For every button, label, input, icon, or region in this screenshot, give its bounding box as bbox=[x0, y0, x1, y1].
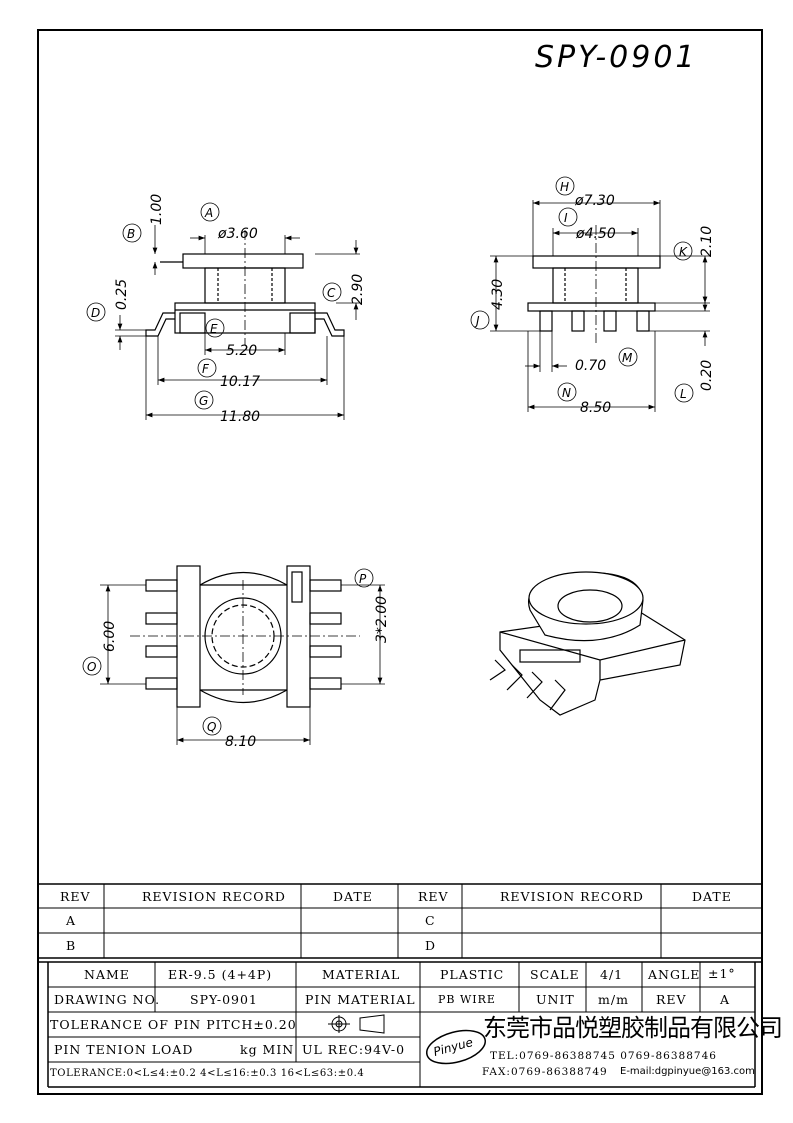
rev-label: REV bbox=[656, 992, 687, 1007]
dim-l-value: 0.20 bbox=[699, 360, 715, 391]
label-g: G bbox=[199, 394, 208, 408]
rev-header-right: REV bbox=[418, 889, 449, 904]
isometric-view bbox=[489, 571, 686, 716]
dim-d-value: 0.25 bbox=[114, 279, 130, 310]
label-f: F bbox=[202, 362, 210, 376]
rev-value: A bbox=[720, 992, 731, 1007]
front-view-labels: A ø3.60 B 1.00 C 2.90 D 0.25 E 5.20 F 10… bbox=[91, 194, 366, 425]
front-view bbox=[145, 230, 345, 345]
pin-tension-load: PIN TENION LOAD bbox=[54, 1042, 194, 1057]
revision-record-header: REVISION RECORD bbox=[142, 889, 286, 904]
name-value: ER-9.5 (4+4P) bbox=[168, 967, 273, 982]
label-d: D bbox=[91, 306, 100, 320]
label-p: P bbox=[359, 572, 367, 586]
dim-a-value: ø3.60 bbox=[217, 226, 258, 242]
front-view-dimensions bbox=[86, 202, 360, 420]
dim-k-value: 2.10 bbox=[699, 226, 715, 257]
label-b: B bbox=[127, 227, 135, 241]
company-fax: FAX:0769-86388749 bbox=[482, 1066, 608, 1078]
rev-header: REV bbox=[60, 889, 91, 904]
dim-e-value: 5.20 bbox=[226, 343, 257, 359]
dim-c-value: 2.90 bbox=[350, 274, 366, 305]
dim-h-value: ø7.30 bbox=[574, 193, 615, 209]
side-view bbox=[527, 225, 661, 345]
label-l: L bbox=[680, 387, 687, 401]
scale-label: SCALE bbox=[530, 967, 580, 982]
label-o: O bbox=[87, 660, 96, 674]
label-k: K bbox=[679, 245, 688, 259]
dim-b-value: 1.00 bbox=[149, 194, 165, 225]
label-a: A bbox=[204, 206, 213, 220]
dim-i-value: ø4.50 bbox=[575, 226, 616, 242]
top-view-labels: O 6.00 P 3*2.00 Q 8.10 bbox=[87, 572, 390, 750]
name-label: NAME bbox=[84, 967, 130, 982]
drawing-frame bbox=[37, 29, 763, 1095]
dim-o-value: 6.00 bbox=[102, 621, 118, 652]
date-header-right: DATE bbox=[692, 889, 732, 904]
label-i: I bbox=[564, 211, 568, 225]
rev-row-a: A bbox=[66, 913, 77, 928]
ul-rec: UL REC:94V-0 bbox=[302, 1042, 406, 1057]
dim-m-value: 0.70 bbox=[575, 358, 606, 374]
label-m: M bbox=[622, 351, 633, 365]
label-n: N bbox=[562, 386, 571, 400]
tolerance-pin-pitch: TOLERANCE OF PIN PITCH±0.20 bbox=[50, 1017, 297, 1032]
drawing-no-value: SPY-0901 bbox=[190, 992, 258, 1007]
label-q: Q bbox=[207, 720, 216, 734]
dim-j-value: 4.30 bbox=[490, 279, 506, 310]
company-tel: TEL:0769-86388745 0769-86388746 bbox=[490, 1050, 717, 1062]
label-h: H bbox=[560, 180, 569, 194]
side-view-labels: H ø7.30 I ø4.50 J 4.30 K 2.10 L 0.20 M 0… bbox=[474, 180, 715, 416]
tolerance-line: TOLERANCE:0<L≤4:±0.2 4<L≤16:±0.3 16<L≤63… bbox=[50, 1068, 365, 1079]
pin-material-value: PB WIRE bbox=[438, 993, 496, 1006]
projection-symbol bbox=[328, 1014, 385, 1034]
side-view-dimensions bbox=[470, 176, 710, 412]
rev-row-c: C bbox=[425, 913, 436, 928]
dim-q-value: 8.10 bbox=[225, 734, 256, 750]
label-e: E bbox=[210, 322, 218, 336]
company-name: 东莞市品悦塑胶制品有限公司 bbox=[483, 1014, 783, 1042]
rev-row-b: B bbox=[66, 938, 77, 953]
drawing-number-title: SPY-0901 bbox=[535, 40, 698, 75]
pin-material-label: PIN MATERIAL bbox=[305, 992, 416, 1007]
label-j: J bbox=[474, 314, 480, 328]
kg-min: kg MIN bbox=[240, 1042, 295, 1057]
dim-n-value: 8.50 bbox=[580, 400, 611, 416]
rev-row-d: D bbox=[425, 938, 437, 953]
angle-label: ANGLE bbox=[648, 967, 701, 982]
material-value: PLASTIC bbox=[440, 967, 505, 982]
scale-value: 4/1 bbox=[600, 967, 624, 982]
drawing-no-label: DRAWING NO. bbox=[54, 992, 161, 1007]
dim-f-value: 10.17 bbox=[220, 374, 260, 390]
unit-label: UNIT bbox=[536, 992, 575, 1007]
company-email: E-mail:dgpinyue@163.com bbox=[620, 1066, 755, 1077]
top-view bbox=[130, 565, 360, 708]
label-c: C bbox=[327, 286, 336, 300]
angle-value: ±1° bbox=[708, 966, 736, 981]
unit-value: m/m bbox=[598, 992, 629, 1007]
date-header: DATE bbox=[333, 889, 373, 904]
technical-drawings: A ø3.60 B 1.00 C 2.90 D 0.25 E 5.20 F 10… bbox=[82, 176, 715, 750]
dim-g-value: 11.80 bbox=[220, 409, 260, 425]
revision-record-header-right: REVISION RECORD bbox=[500, 889, 644, 904]
material-label: MATERIAL bbox=[322, 967, 401, 982]
dim-p-value: 3*2.00 bbox=[374, 596, 390, 643]
pinyue-logo bbox=[426, 1029, 486, 1065]
top-view-dimensions bbox=[82, 568, 385, 745]
